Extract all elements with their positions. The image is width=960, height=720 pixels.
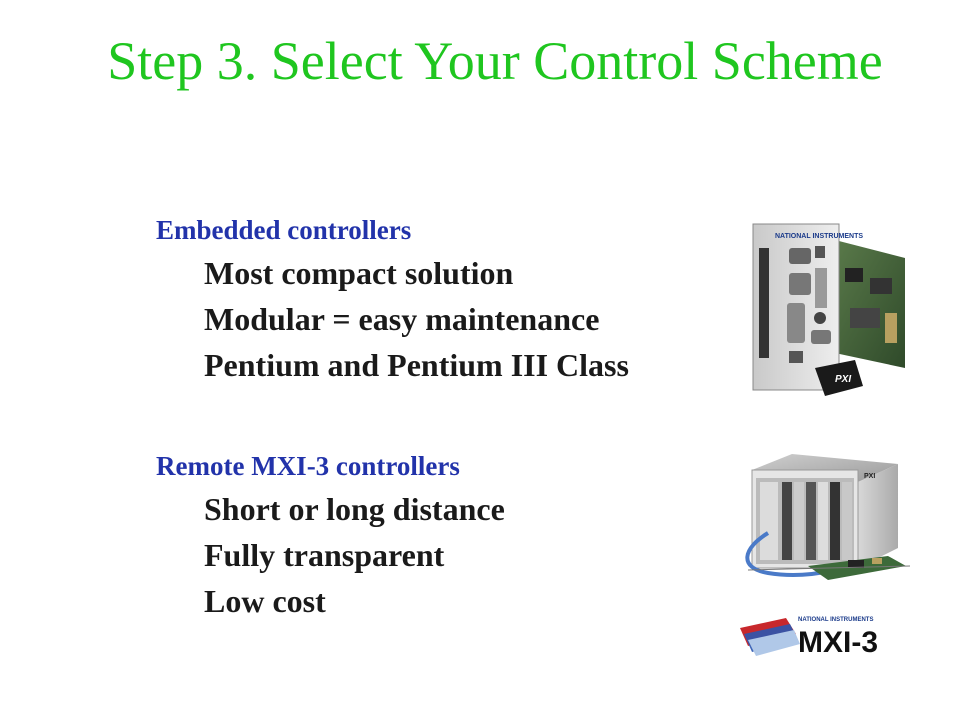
bullet-item: Most compact solution bbox=[204, 255, 514, 291]
bullet-item: Pentium and Pentium III Class bbox=[204, 347, 629, 383]
bullet-item: Short or long distance bbox=[204, 491, 505, 527]
section-remote-mxi3-controllers: Remote MXI-3 controllers Short or long d… bbox=[156, 451, 505, 619]
bullet-item: Fully transparent bbox=[204, 537, 445, 573]
embedded-pxi-label: PXI bbox=[835, 374, 851, 385]
pxi-chassis-image: PXI bbox=[745, 454, 910, 580]
embedded-controller-image: NATIONAL INSTRUMENTS PXI bbox=[752, 223, 905, 396]
embedded-brand-text: NATIONAL INSTRUMENTS bbox=[775, 233, 863, 240]
mxi3-logo: NATIONAL INSTRUMENTS MXI-3 bbox=[740, 617, 878, 658]
slide-title: Step 3. Select Your Control Scheme bbox=[107, 31, 883, 91]
section-heading: Embedded controllers bbox=[156, 215, 412, 245]
section-embedded-controllers: Embedded controllers Most compact soluti… bbox=[156, 215, 629, 383]
chassis-pxi-label: PXI bbox=[864, 473, 875, 480]
logo-brand-text: NATIONAL INSTRUMENTS bbox=[798, 617, 873, 623]
logo-mxi3-text: MXI-3 bbox=[798, 626, 878, 658]
bullet-item: Low cost bbox=[204, 583, 326, 619]
bullet-item: Modular = easy maintenance bbox=[204, 301, 600, 337]
section-heading: Remote MXI-3 controllers bbox=[156, 451, 460, 481]
